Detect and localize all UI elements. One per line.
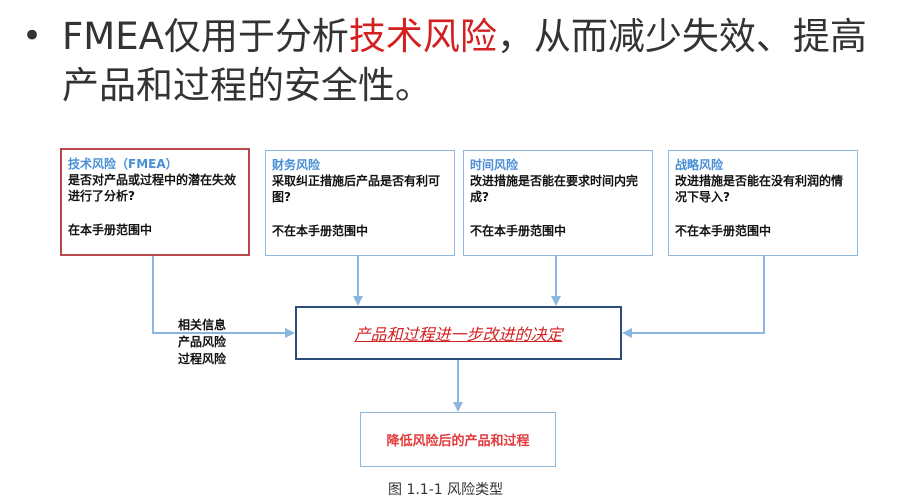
box-question: 是否对产品或过程中的潜在失效进行了分析? (68, 173, 237, 203)
box-strategic-risk: 战略风险 改进措施是否能在没有利润的情况下导入? 不在本手册范围中 (668, 150, 858, 256)
box-title: 时间风险 (470, 158, 519, 172)
box-financial-risk: 财务风险 采取纠正措施后产品是否有利可图? 不在本手册范围中 (265, 150, 455, 256)
box-title: 技术风险（FMEA） (68, 157, 178, 171)
arrow-strategy (622, 256, 765, 338)
process-risk-line: 过程风险 (178, 352, 227, 366)
bullet-text-end: ，从而减少失效、提高产品和过程的安全性。 (62, 15, 867, 107)
bullet-text: FMEA仅用于分析技术风险，从而减少失效、提高产品和过程的安全性。 (62, 12, 902, 110)
box-title: 战略风险 (675, 158, 724, 172)
bullet-text-highlight: 技术风险 (348, 15, 497, 58)
box-scope: 不在本手册范围中 (675, 224, 772, 238)
box-title: 财务风险 (272, 158, 321, 172)
box-question: 改进措施是否能在要求时间内完成? (470, 174, 639, 204)
related-info-line: 相关信息 (178, 318, 227, 332)
box-scope: 不在本手册范围中 (470, 224, 567, 238)
box-question: 采取纠正措施后产品是否有利可图? (272, 174, 441, 204)
result-box: 降低风险后的产品和过程 (360, 412, 556, 467)
box-scope: 不在本手册范围中 (272, 224, 369, 238)
decision-box: 产品和过程进一步改进的决定 (295, 306, 622, 360)
related-info-label: 相关信息 产品风险 过程风险 (178, 317, 226, 368)
figure-caption: 图 1.1-1 风险类型 (388, 482, 504, 498)
result-text: 降低风险后的产品和过程 (386, 434, 530, 449)
box-question: 改进措施是否能在没有利润的情况下导入? (675, 174, 844, 204)
box-scope: 在本手册范围中 (68, 223, 153, 237)
product-risk-line: 产品风险 (178, 335, 227, 349)
bullet-text-start: FMEA仅用于分析 (62, 15, 349, 58)
decision-text: 产品和过程进一步改进的决定 (354, 325, 563, 344)
box-time-risk: 时间风险 改进措施是否能在要求时间内完成? 不在本手册范围中 (463, 150, 653, 256)
arrow-tech (152, 256, 295, 338)
box-technical-risk: 技术风险（FMEA） 是否对产品或过程中的潜在失效进行了分析? 在本手册范围中 (60, 148, 250, 256)
bullet-dot: • (22, 16, 43, 56)
